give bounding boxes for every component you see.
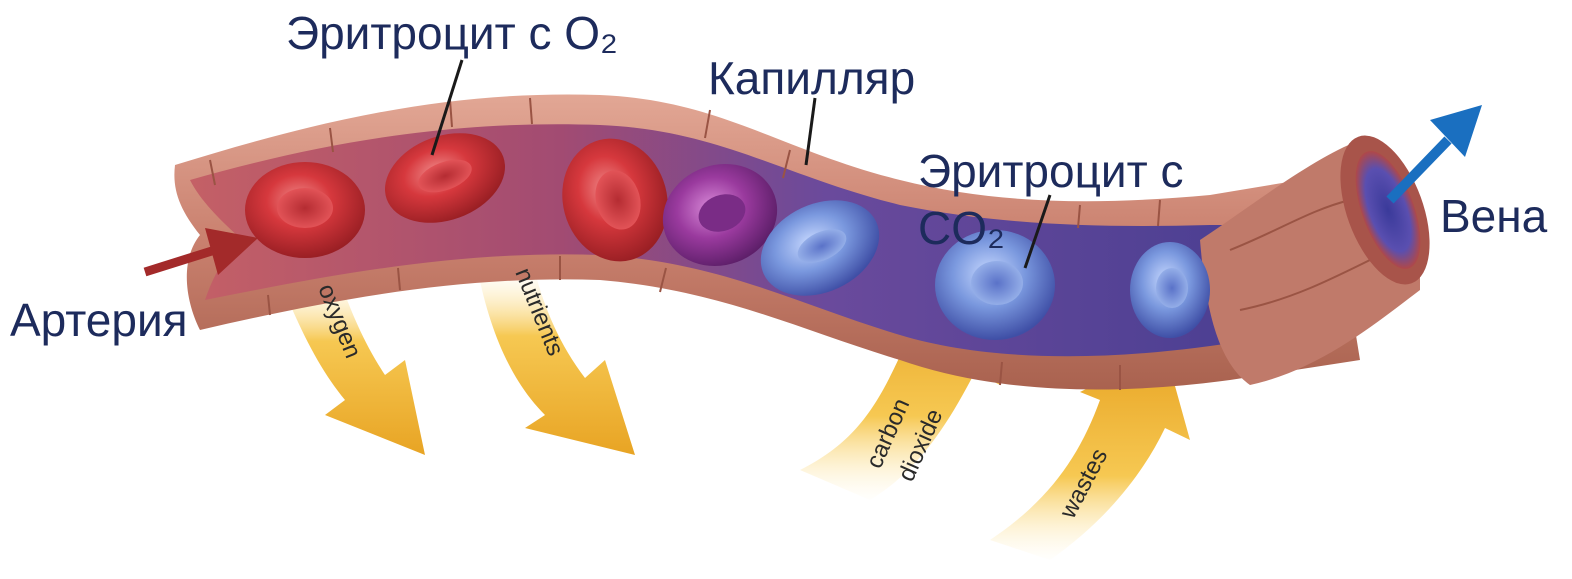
capillary-label: Капилляр xyxy=(708,55,915,101)
vein-label: Вена xyxy=(1440,193,1547,239)
vein-arrow xyxy=(1390,105,1482,200)
rbc-deoxygenated-3 xyxy=(1130,242,1210,338)
rbc-co2-label-line2: CO₂ xyxy=(918,205,1005,251)
rbc-oxygenated-1 xyxy=(245,162,365,258)
nutrients-arrow xyxy=(478,272,635,455)
rbc-o2-label: Эритроцит с O₂ xyxy=(286,10,618,56)
vein-vessel xyxy=(1200,124,1447,385)
rbc-co2-label-line1: Эритроцит с xyxy=(918,148,1183,194)
artery-label: Артерия xyxy=(10,297,188,343)
